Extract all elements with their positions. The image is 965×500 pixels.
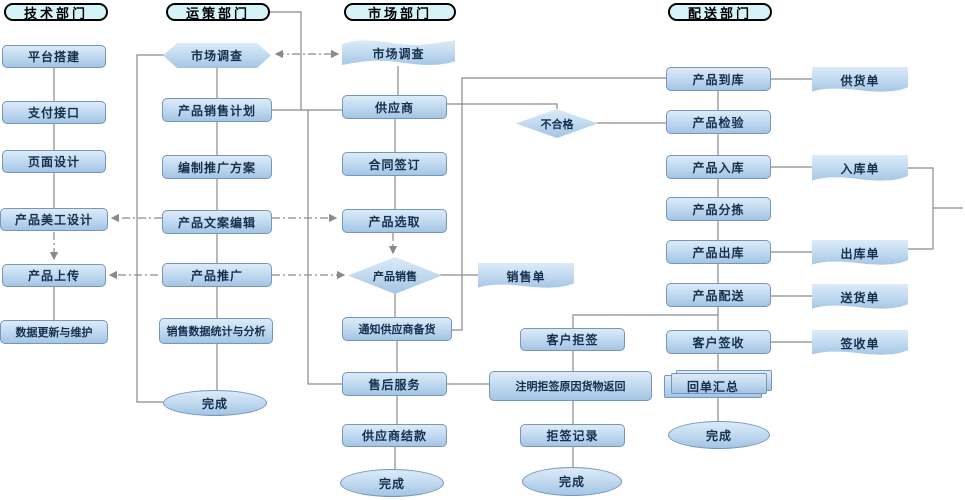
node-product-stock-out: 产品出库 [666,240,771,264]
node-customer-refuse: 客户拒签 [520,328,625,351]
node-return-goods: 注明拒签原因货物返回 [489,371,652,401]
node-receipt-order-doc: 签收单 [812,330,908,355]
node-product-upload: 产品上传 [2,264,106,287]
node-sales-plan: 产品销售计划 [162,98,272,122]
node-contract-signing: 合同签订 [342,152,447,176]
node-stock-out-order-doc: 出库单 [812,240,908,265]
header-dist-department: 配送部门 [668,3,772,21]
node-product-delivery: 产品配送 [666,283,771,307]
node-ops-market-survey: 市场调查 [163,43,271,68]
node-supplier-settlement: 供应商结款 [342,424,447,447]
dashed-connectors [49,49,398,280]
node-product-sorting: 产品分拣 [666,197,771,221]
node-data-maintenance: 数据更新与维护 [0,320,108,344]
header-ops-department: 运策部门 [166,3,270,21]
header-tech-department: 技术部门 [4,3,108,21]
node-platform-setup: 平台搭建 [2,45,106,68]
node-product-promotion: 产品推广 [162,263,272,287]
node-receipt-summary: 回单汇总 [664,375,762,398]
node-supply-order-doc: 供货单 [812,67,908,92]
node-market-done: 完成 [340,469,444,497]
node-sales-order-doc: 销售单 [478,263,574,288]
node-page-design: 页面设计 [2,150,106,173]
node-dist-done: 完成 [668,421,770,449]
node-sales-statistics: 销售数据统计与分析 [159,318,273,344]
node-supplier: 供应商 [342,95,447,119]
node-product-inspection: 产品检验 [666,110,771,134]
node-product-arrival: 产品到库 [666,67,771,91]
node-market-survey-doc: 市场调查 [342,40,455,65]
node-copy-edit: 产品文案编辑 [162,210,272,234]
node-payment-interface: 支付接口 [2,101,106,124]
node-reject-record: 拒签记录 [520,424,625,447]
node-delivery-order-doc: 送货单 [812,284,908,309]
node-ops-done: 完成 [163,390,267,416]
header-market-department: 市场部门 [344,3,456,21]
node-product-stock-in: 产品入库 [666,155,771,179]
node-art-design: 产品美工设计 [0,208,108,231]
solid-connectors [53,11,963,469]
node-customer-sign: 客户签收 [666,330,771,354]
node-product-selection: 产品选取 [342,209,447,233]
node-promo-plan: 编制推广方案 [162,155,272,179]
node-reject-done: 完成 [522,467,622,496]
node-notify-supplier: 通知供应商备货 [342,317,452,341]
node-after-sales: 售后服务 [342,372,447,396]
node-stock-in-order-doc: 入库单 [812,155,908,181]
